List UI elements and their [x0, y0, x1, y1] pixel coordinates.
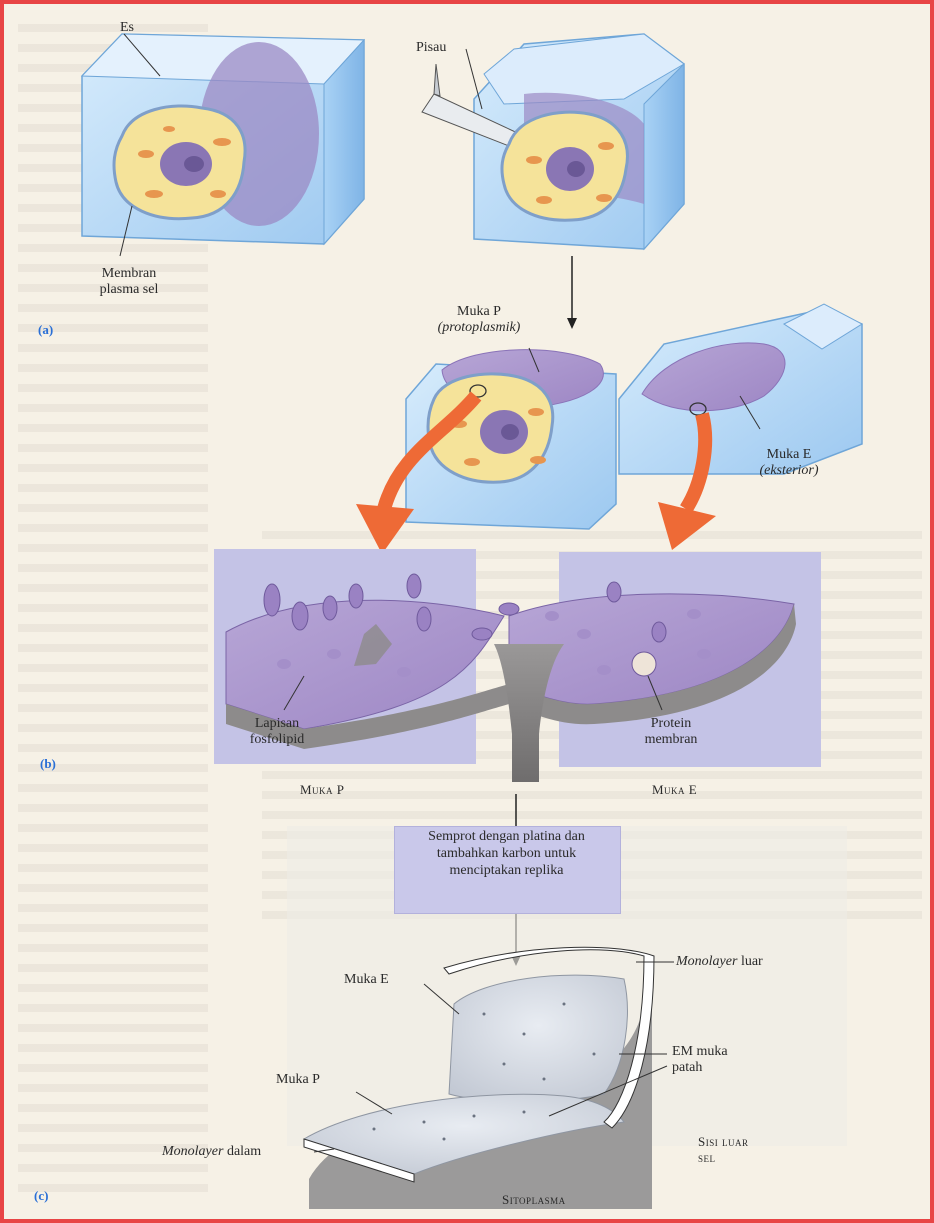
step-text: Semprot dengan platina dan tambahkan kar… — [400, 828, 613, 879]
label-monolayer-luar-rest: luar — [737, 954, 762, 969]
label-em-muka-patah: EM muka patah — [672, 1044, 728, 1076]
label-protein-membran: Protein membran — [626, 716, 716, 748]
panel-label-b: (b) — [40, 756, 56, 772]
label-membran-plasma: Membran plasma sel — [74, 266, 184, 298]
arrow-down-1 — [567, 256, 577, 329]
caption-muka-e: Muka E — [652, 782, 697, 798]
fractured-halves — [406, 304, 862, 529]
label-pisau: Pisau — [416, 40, 446, 56]
label-monolayer-dalam-italic: Monolayer — [162, 1144, 223, 1159]
panel-label-a: (a) — [38, 322, 53, 338]
label-monolayer-luar: Monolayer luar — [676, 954, 763, 970]
label-protein-line1: Protein — [626, 716, 716, 732]
label-sisi-luar-sel: Sisi luar sel — [698, 1134, 748, 1166]
label-monolayer-luar-italic: Monolayer — [676, 954, 737, 969]
label-muka-p-line1: Muka P — [404, 304, 554, 320]
caption-muka-p: Muka P — [300, 782, 345, 798]
label-sitoplasma: Sitoplasma — [502, 1192, 566, 1208]
label-protein-line2: membran — [626, 732, 716, 748]
label-em-line1: EM muka — [672, 1044, 728, 1060]
panel-label-c: (c) — [34, 1188, 48, 1204]
label-muka-p-line2: (protoplasmik) — [404, 320, 554, 336]
label-membran-line1: Membran — [74, 266, 184, 282]
cell-right — [502, 112, 627, 220]
label-monolayer-dalam-rest: dalam — [223, 1144, 261, 1159]
label-muka-e-line1: Muka E — [734, 447, 844, 463]
label-es: Es — [120, 20, 134, 36]
label-membran-line2: plasma sel — [74, 282, 184, 298]
label-muka-e-replica: Muka E — [344, 972, 389, 988]
cell-left — [114, 106, 245, 219]
diagram-canvas — [4, 4, 930, 1219]
label-monolayer-dalam: Monolayer dalam — [162, 1144, 261, 1160]
label-em-line2: patah — [672, 1060, 728, 1076]
label-muka-p-replica: Muka P — [276, 1072, 320, 1088]
label-lapisan-fosfolipid: Lapisan fosfolipid — [232, 716, 322, 748]
label-lapisan-line1: Lapisan — [232, 716, 322, 732]
label-muka-e-line2: (eksterior) — [734, 463, 844, 479]
label-sisi-luar-line2: sel — [698, 1150, 748, 1166]
label-muka-p-protoplasmik: Muka P (protoplasmik) — [404, 304, 554, 336]
label-lapisan-line2: fosfolipid — [232, 732, 322, 748]
label-muka-e-eksterior: Muka E (eksterior) — [734, 447, 844, 479]
label-sisi-luar-line1: Sisi luar — [698, 1134, 748, 1150]
